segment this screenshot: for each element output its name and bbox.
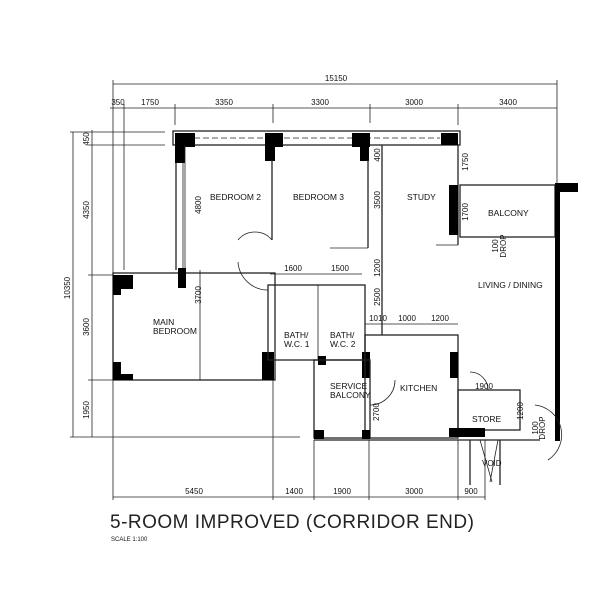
room-main-bedroom-l1: MAIN	[153, 317, 174, 327]
dim-interior: 1900	[475, 382, 493, 391]
dim-interior: 1200	[431, 314, 449, 323]
dim-interior: 1600	[284, 264, 302, 273]
dimension-labels: 15150 350 1750 3350 3300 3000 3400 10350…	[63, 74, 525, 496]
plan-title: 5-ROOM IMPROVED (CORRIDOR END)	[110, 512, 474, 533]
room-bedroom-2: BEDROOM 2	[210, 192, 261, 202]
room-service-balcony-l1: SERVICE	[330, 381, 367, 391]
room-labels: BEDROOM 2 BEDROOM 3 STUDY BALCONY LIVING…	[153, 192, 547, 468]
drop-note-2: DROP	[499, 234, 508, 257]
dim-interior: 400	[373, 148, 382, 162]
dim-bottom: 5450	[185, 487, 203, 496]
room-bath2-l1: BATH/	[330, 330, 355, 340]
dim-interior: 1200	[516, 402, 525, 420]
dim-left: 450	[82, 132, 91, 146]
dim-bottom: 1400	[285, 487, 303, 496]
dim-interior: 4800	[194, 196, 203, 214]
dim-interior: 2500	[373, 288, 382, 306]
room-study: STUDY	[407, 192, 436, 202]
room-balcony: BALCONY	[488, 208, 529, 218]
room-store: STORE	[472, 414, 501, 424]
room-main-bedroom-l2: BEDROOM	[153, 326, 197, 336]
dim-top: 350	[111, 98, 125, 107]
dim-interior: 1750	[461, 153, 470, 171]
drop-note-1: 100	[491, 239, 500, 253]
dim-interior: 1700	[461, 203, 470, 221]
dim-left: 1950	[82, 401, 91, 419]
drop-note-4: DROP	[538, 416, 547, 439]
dim-top: 3000	[405, 98, 423, 107]
dim-interior: 3700	[194, 286, 203, 304]
dim-top: 3350	[215, 98, 233, 107]
dim-top: 1750	[141, 98, 159, 107]
dim-interior: 1010	[369, 314, 387, 323]
room-bath2-l2: W.C. 2	[330, 339, 356, 349]
dim-bottom: 1900	[333, 487, 351, 496]
dim-interior: 2700	[372, 403, 381, 421]
room-bath1-l1: BATH/	[284, 330, 309, 340]
dim-interior: 1500	[331, 264, 349, 273]
room-service-balcony-l2: BALCONY	[330, 390, 371, 400]
dimension-lines	[70, 80, 558, 500]
room-kitchen: KITCHEN	[400, 383, 437, 393]
dim-interior: 3500	[373, 191, 382, 209]
walls	[112, 130, 578, 485]
dim-bottom: 3000	[405, 487, 423, 496]
drop-note-3: 100	[531, 421, 540, 435]
room-bath1-l2: W.C. 1	[284, 339, 310, 349]
dim-bottom: 900	[464, 487, 478, 496]
plan-scale: SCALE 1:100	[111, 537, 148, 543]
dim-interior: 1200	[373, 259, 382, 277]
dim-top: 3400	[499, 98, 517, 107]
room-living-dining: LIVING / DINING	[478, 280, 543, 290]
room-void: VOID	[482, 459, 502, 468]
dim-left: 4350	[82, 201, 91, 219]
room-bedroom-3: BEDROOM 3	[293, 192, 344, 202]
dim-interior: 1000	[398, 314, 416, 323]
dim-overall-width: 15150	[325, 74, 348, 83]
dim-top: 3300	[311, 98, 329, 107]
dim-overall-depth: 10350	[63, 276, 72, 299]
dim-left: 3600	[82, 318, 91, 336]
